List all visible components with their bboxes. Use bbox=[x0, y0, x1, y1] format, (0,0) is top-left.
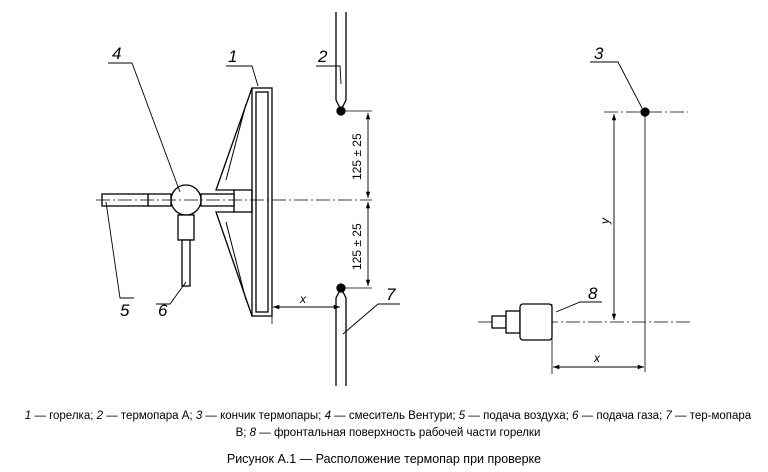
label-7: 7 bbox=[386, 285, 396, 304]
legend-text-4: — смеситель Вентури; bbox=[330, 410, 459, 422]
thermocouple-a bbox=[335, 12, 372, 116]
label-3: 3 bbox=[594, 44, 604, 63]
legend-num-1: 1 bbox=[24, 410, 32, 422]
legend-num-6: 6 bbox=[572, 410, 579, 422]
thermocouple-layout-diagram: 1 2 3 4 5 6 7 8 125 ± 25 125 ± 25 x x y bbox=[96, 12, 690, 386]
burner-front-surface-detail bbox=[478, 303, 690, 374]
x-left-text: x bbox=[299, 292, 307, 306]
thermocouple-tip-detail bbox=[604, 107, 688, 372]
legend-text-6: — подача газа; bbox=[578, 410, 666, 422]
leader-6 bbox=[156, 281, 187, 305]
label-6: 6 bbox=[158, 301, 168, 320]
y-text: y bbox=[598, 217, 612, 225]
legend-num-8: 8 bbox=[249, 427, 257, 439]
legend-num-5: 5 bbox=[458, 410, 466, 422]
label-5: 5 bbox=[120, 301, 130, 320]
figure-caption: Рисунок А.1 — Расположение термопар при … bbox=[226, 452, 542, 466]
leader-8 bbox=[555, 301, 602, 313]
legend-text-8: — фронтальная поверхность рабочей части … bbox=[256, 427, 541, 439]
leader-2 bbox=[316, 65, 342, 85]
gas-supply-pipe bbox=[177, 214, 195, 287]
lower-dimension-text: 125 ± 25 bbox=[350, 223, 364, 270]
legend-num-3: 3 bbox=[195, 410, 203, 422]
leader-1 bbox=[226, 65, 259, 87]
legend-text-3: — кончик термопары; bbox=[202, 410, 325, 422]
leader-7 bbox=[342, 303, 400, 335]
legend-num-2: 2 bbox=[96, 410, 104, 422]
label-4: 4 bbox=[112, 44, 121, 63]
thermocouple-b bbox=[335, 283, 372, 386]
legend-text-7: — тер-мопара В; bbox=[235, 410, 752, 439]
legend-text-2: — термопара А; bbox=[103, 410, 196, 422]
label-1: 1 bbox=[228, 47, 237, 66]
legend-text-5: — подача воздуха; bbox=[465, 410, 573, 422]
leader-5 bbox=[105, 201, 134, 299]
upper-dimension-text: 125 ± 25 bbox=[350, 133, 364, 180]
leader-3 bbox=[590, 61, 643, 109]
legend-num-7: 7 bbox=[665, 410, 672, 422]
x-right-text: x bbox=[593, 351, 601, 365]
legend: 1 — горелка; 2 — термопара А; 3 — кончик… bbox=[18, 408, 758, 442]
burner bbox=[215, 87, 273, 317]
label-8: 8 bbox=[588, 284, 598, 303]
legend-text-1: — горелка; bbox=[31, 410, 97, 422]
leader-4 bbox=[108, 62, 181, 193]
label-2: 2 bbox=[317, 47, 328, 66]
legend-num-4: 4 bbox=[324, 410, 331, 422]
